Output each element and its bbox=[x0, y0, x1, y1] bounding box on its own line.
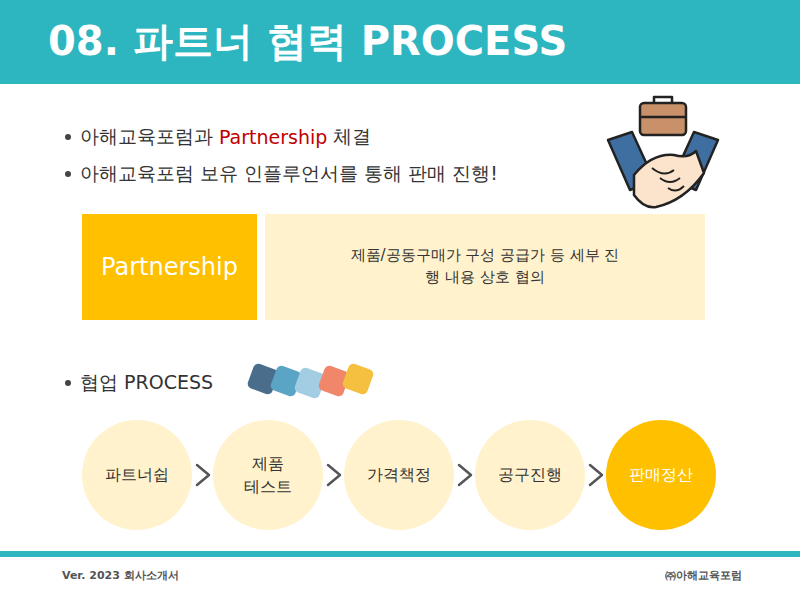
node-text: 공구진행 bbox=[498, 463, 562, 486]
bullet bbox=[65, 380, 71, 386]
label-text: Partnership bbox=[219, 126, 327, 148]
bullet bbox=[65, 171, 71, 177]
bullet bbox=[65, 134, 71, 140]
handshake-icon bbox=[608, 97, 718, 207]
label-text: 아해교육포럼 보유 인플루언서를 통해 판매 진행! bbox=[80, 161, 498, 187]
label-text: 협업 PROCESS bbox=[80, 370, 213, 396]
process-circle: 가격책정 bbox=[344, 420, 454, 530]
footer-line bbox=[0, 551, 800, 557]
label-text: 아해교육포럼과 bbox=[80, 124, 213, 150]
chevron-connector bbox=[328, 465, 340, 485]
node-text: 파트너쉽 bbox=[105, 463, 169, 486]
label-text: ㈜아해교육포럼 bbox=[665, 569, 742, 582]
label-text: 체결 bbox=[333, 124, 371, 150]
bullet-line: 아해교육포럼 보유 인플루언서를 통해 판매 진행! bbox=[80, 161, 504, 187]
chevron-connector bbox=[590, 465, 602, 485]
process-circle: 제품 테스트 bbox=[213, 420, 323, 530]
detail-box: 제품/공동구매가 구성 공급가 등 세부 진행 내용 상호 협의 bbox=[265, 214, 705, 320]
node-text: 제품 테스트 bbox=[238, 452, 298, 498]
node-text: 가격책정 bbox=[367, 463, 431, 486]
process-circle: 판매정산 bbox=[606, 420, 716, 530]
process-circle: 파트너쉽 bbox=[82, 420, 192, 530]
bullet-line: 아해교육포럼과 Partnership 체결 bbox=[80, 124, 377, 150]
node-text: 제품/공동구매가 구성 공급가 등 세부 진행 내용 상호 협의 bbox=[350, 245, 620, 289]
label-text: Ver. 2023 회사소개서 bbox=[62, 569, 179, 582]
node-text: 판매정산 bbox=[629, 463, 693, 486]
partnership-box: Partnership bbox=[82, 214, 257, 320]
color-tiles bbox=[246, 362, 374, 399]
chevron-connector bbox=[459, 465, 471, 485]
footer-right: ㈜아해교육포럼 bbox=[665, 568, 742, 583]
bullet-line: 협업 PROCESS bbox=[80, 370, 219, 396]
process-circle: 공구진행 bbox=[475, 420, 585, 530]
slide-title: 08. 파트너 협력 PROCESS bbox=[48, 14, 567, 69]
node-text: Partnership bbox=[101, 250, 238, 285]
chevron-connector bbox=[197, 465, 209, 485]
footer-left: Ver. 2023 회사소개서 bbox=[62, 568, 179, 583]
